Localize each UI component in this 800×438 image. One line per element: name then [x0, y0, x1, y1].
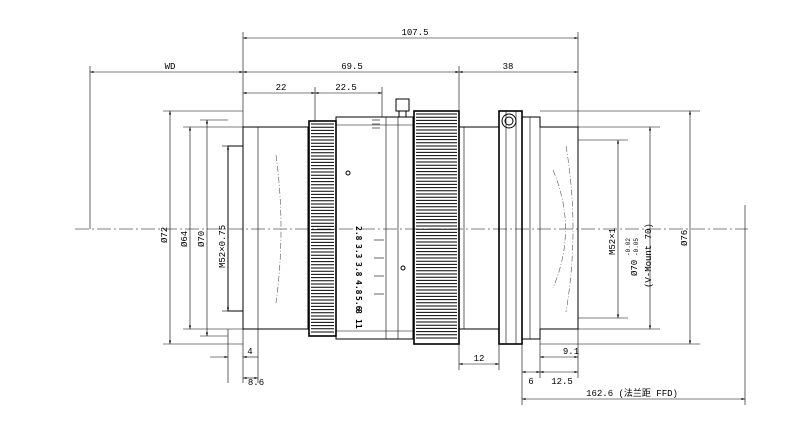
front-diameter-3-label: Ø70	[197, 231, 207, 247]
dimension-labels: 107.5 WD 69.5 38 22 22.5 4 8.6 12 9.1 6 …	[160, 28, 690, 399]
aperture-value: 2.8	[354, 226, 363, 241]
ffd-label: 162.6 (法兰距 FFD)	[586, 387, 678, 399]
flange-offset-label: 6	[528, 377, 533, 387]
front-outer-diameter-label: Ø72	[160, 227, 170, 243]
rear-offset-label: 12	[474, 354, 485, 364]
mount-tolerance-lower: -0.05	[633, 238, 640, 256]
aperture-value: 8	[354, 309, 363, 314]
focus-ring-knurl	[311, 123, 334, 333]
filter-thread-label: M52×0.75	[218, 225, 228, 268]
mount-depth-label: 12.5	[551, 377, 573, 387]
mount-step-label: 9.1	[563, 347, 579, 357]
body-length-label: 69.5	[341, 62, 363, 72]
working-distance-label: WD	[165, 62, 176, 72]
front-segment-label: 22	[276, 83, 287, 93]
rear-diameter-label: Ø76	[680, 230, 690, 246]
mount-diameter-label: Ø70	[630, 260, 640, 276]
overall-length-label: 107.5	[401, 28, 428, 38]
mount-length-label: 38	[503, 62, 514, 72]
aperture-ticks	[372, 119, 384, 295]
mount-thread-label: M52×1	[608, 228, 618, 255]
aperture-ring-knurl	[416, 113, 457, 339]
mount-tolerance-upper: -0.02	[625, 238, 632, 256]
aperture-value: 4.8	[354, 280, 363, 295]
front-step-label: 8.6	[248, 378, 264, 388]
lens-body	[227, 98, 579, 345]
aperture-value: 3.3	[354, 244, 363, 259]
aperture-scale: 2.8 3.3 3.8 4.8 5.6 8 11	[354, 226, 363, 329]
aperture-value: 5.6	[354, 296, 363, 311]
aperture-value: 11	[354, 319, 363, 329]
front-diameter-2-label: Ø64	[180, 231, 190, 247]
extension-lines	[89, 32, 746, 405]
second-segment-label: 22.5	[335, 83, 357, 93]
aperture-value: 3.8	[354, 262, 363, 277]
front-lip-label: 4	[247, 347, 252, 357]
mount-type-label: (V-Mount 70)	[644, 223, 654, 288]
dimension-lines	[90, 36, 745, 401]
